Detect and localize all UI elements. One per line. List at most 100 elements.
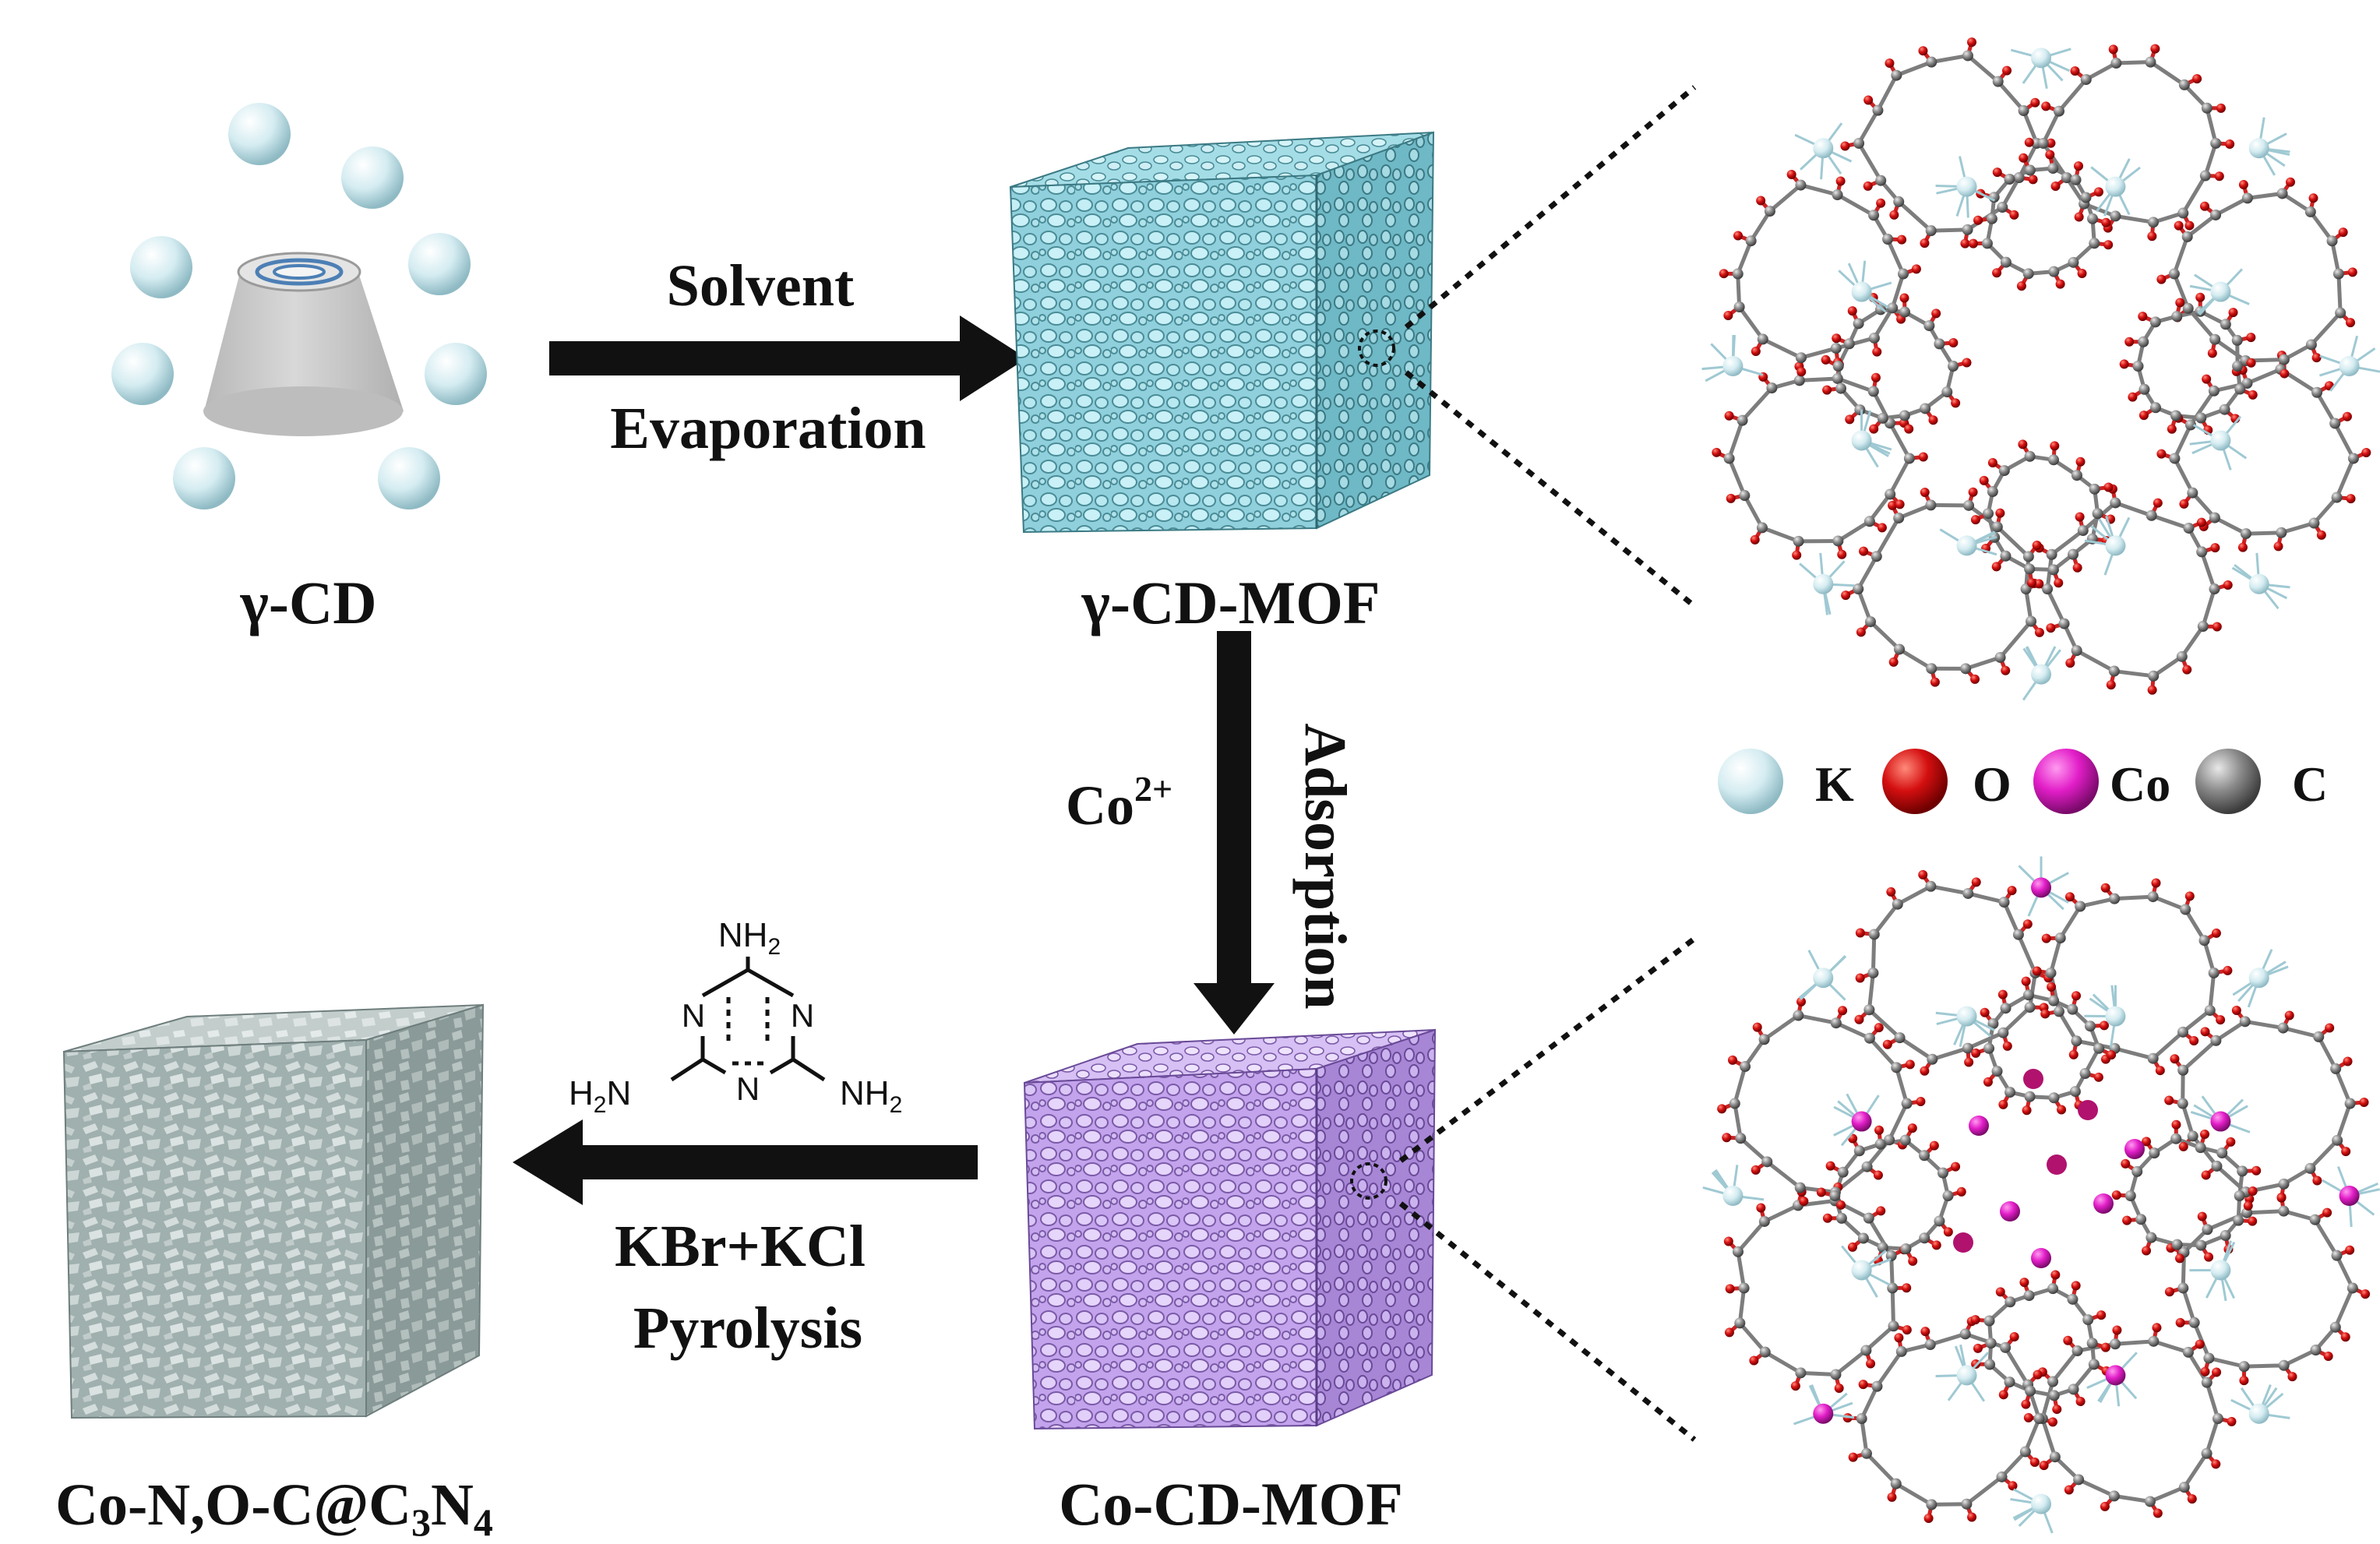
oxygen-atom bbox=[1855, 928, 1865, 938]
oxygen-atom bbox=[2022, 919, 2033, 929]
oxygen-atom bbox=[1871, 372, 1881, 382]
co-cd-mof-label: Co-CD-MOF bbox=[1059, 1470, 1403, 1538]
oxygen-atom bbox=[2210, 543, 2220, 553]
carbon-atom bbox=[1734, 1317, 1746, 1329]
oxygen-atom bbox=[1756, 196, 1766, 206]
carbon-atom bbox=[2234, 1190, 2245, 1201]
oxygen-atom bbox=[2071, 991, 2082, 1001]
oxygen-atom bbox=[1968, 238, 1978, 249]
k-sphere bbox=[408, 233, 471, 295]
carbon-atom bbox=[1830, 1017, 1842, 1029]
ring-nitrogen: N bbox=[791, 997, 814, 1034]
oxygen-atom bbox=[1962, 358, 1972, 368]
salts-label: KBr+KCl bbox=[615, 1214, 866, 1279]
oxygen-atom bbox=[2108, 44, 2118, 55]
carbon-atom bbox=[2048, 1390, 2060, 1401]
oxygen-atom bbox=[2246, 358, 2256, 368]
oxygen-atom bbox=[1725, 1284, 1735, 1294]
potassium-atom bbox=[1851, 430, 1872, 451]
carbon-atom bbox=[2013, 172, 2025, 184]
legend-k-sphere bbox=[1718, 749, 1783, 814]
carbon-atom bbox=[2234, 383, 2246, 395]
oxygen-atom bbox=[1832, 333, 1842, 344]
oxygen-atom bbox=[1752, 1022, 1762, 1032]
carbon-atom bbox=[1926, 1499, 1937, 1511]
oxygen-atom bbox=[2047, 982, 2057, 992]
carbon-atom bbox=[2168, 268, 2180, 280]
oxygen-atom bbox=[2156, 274, 2167, 284]
oxygen-atom bbox=[2124, 337, 2135, 347]
carbon-atom bbox=[2329, 418, 2341, 429]
zoom-marker bbox=[1358, 330, 1395, 367]
potassium-atom bbox=[2031, 664, 2051, 685]
co-cd-mof-cube bbox=[1023, 1028, 1437, 1430]
potassium-atom bbox=[1722, 356, 1744, 376]
carbon-atom bbox=[2138, 336, 2149, 347]
k-sphere bbox=[130, 236, 192, 298]
carbon-atom bbox=[1758, 1215, 1770, 1227]
carbon-atom bbox=[2197, 620, 2209, 632]
carbon-atom bbox=[2004, 174, 2015, 185]
oxygen-atom bbox=[2121, 1158, 2131, 1169]
oxygen-atom bbox=[2361, 447, 2371, 457]
k-sphere bbox=[173, 447, 235, 509]
k-sphere bbox=[378, 447, 440, 509]
carbon-atom bbox=[2177, 1026, 2188, 1038]
co-ion-label: Co2+ bbox=[1066, 769, 1172, 837]
carbon-atom bbox=[2326, 235, 2338, 247]
carbon-atom bbox=[2077, 525, 2089, 537]
carbon-atom bbox=[1981, 238, 1993, 249]
oxygen-atom bbox=[2216, 103, 2226, 113]
oxygen-atom bbox=[2182, 664, 2192, 675]
carbon-atom bbox=[2070, 174, 2082, 185]
oxygen-atom bbox=[2342, 411, 2352, 421]
carbon-atom bbox=[1884, 1134, 1895, 1146]
carbon-atom bbox=[1962, 1042, 1973, 1054]
carbon-atom bbox=[2138, 383, 2150, 395]
oxygen-atom bbox=[1858, 1380, 1868, 1390]
oxygen-atom bbox=[1995, 1287, 2005, 1297]
carbon-atom bbox=[1745, 235, 1757, 247]
oxygen-atom bbox=[2156, 449, 2167, 459]
oxygen-atom bbox=[1749, 1355, 1759, 1366]
oxygen-atom bbox=[1897, 234, 1907, 245]
carbon-atom bbox=[2071, 645, 2082, 657]
carbon-atom bbox=[2331, 1250, 2343, 1261]
oxygen-atom bbox=[2008, 1481, 2018, 1491]
carbon-atom bbox=[2304, 1162, 2316, 1174]
legend-o-label: O bbox=[1973, 756, 2012, 812]
oxygen-atom bbox=[2142, 1246, 2152, 1256]
oxygen-atom bbox=[1724, 411, 1734, 421]
oxygen-atom bbox=[2138, 312, 2148, 322]
carbon-atom bbox=[1924, 1339, 1936, 1351]
oxygen-atom bbox=[1970, 515, 1980, 525]
cyclodextrin-cone bbox=[203, 252, 404, 436]
carbon-atom bbox=[1991, 1066, 2003, 1077]
carbon-atom bbox=[2184, 419, 2196, 431]
carbon-atom bbox=[2067, 1003, 2079, 1015]
oxygen-atom bbox=[2325, 1023, 2335, 1033]
oxygen-atom bbox=[1904, 424, 1914, 434]
oxygen-atom bbox=[1889, 210, 1899, 220]
carbon-atom bbox=[1992, 76, 2004, 87]
oxygen-atom bbox=[2018, 439, 2028, 449]
oxygen-atom bbox=[1872, 347, 1882, 357]
oxygen-atom bbox=[1970, 1315, 1980, 1325]
carbon-atom bbox=[2241, 192, 2253, 204]
carbon-atom bbox=[2277, 1022, 2289, 1034]
oxygen-atom bbox=[2093, 1072, 2103, 1082]
oxygen-atom bbox=[2112, 1325, 2122, 1335]
oxygen-atom bbox=[2142, 1137, 2152, 1147]
carbon-atom bbox=[2331, 492, 2343, 503]
oxygen-atom bbox=[1847, 306, 1857, 316]
carbon-atom bbox=[2149, 402, 2161, 414]
carbon-atom bbox=[2047, 564, 2059, 576]
oxygen-atom bbox=[1923, 1513, 1934, 1523]
carbon-atom bbox=[2079, 1068, 2091, 1080]
oxygen-atom bbox=[2212, 622, 2222, 632]
carbon-atom bbox=[2169, 453, 2181, 464]
oxygen-atom bbox=[2155, 1066, 2165, 1076]
carbon-atom bbox=[2088, 1359, 2100, 1370]
k-nodes bbox=[1701, 48, 2380, 701]
carbon-atom bbox=[2089, 483, 2100, 495]
